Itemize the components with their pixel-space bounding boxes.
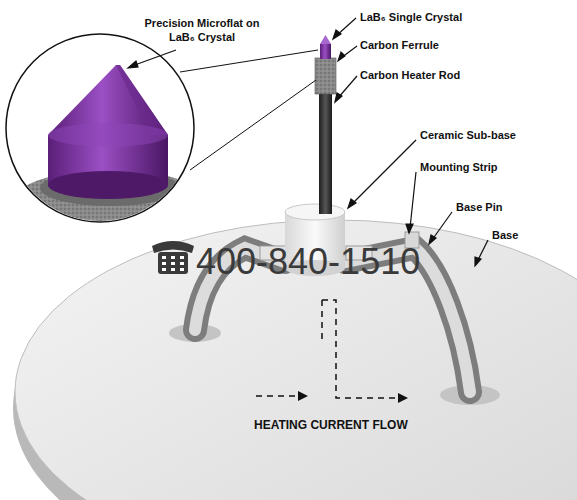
- part-label: LaB₆ Single Crystal: [360, 10, 462, 24]
- flow-label: HEATING CURRENT FLOW: [254, 418, 408, 432]
- part-label: Carbon Ferrule: [360, 38, 439, 52]
- part-label: Precision Microflat on LaB₆ Crystal: [140, 16, 264, 44]
- part-label: Carbon Heater Rod: [360, 68, 460, 82]
- part-label: Base Pin: [456, 200, 502, 214]
- part-label: Mounting Strip: [420, 160, 498, 174]
- watermark: 400-840-1510: [196, 242, 420, 282]
- part-label: Ceramic Sub-base: [420, 128, 516, 142]
- part-label: Base: [492, 228, 518, 242]
